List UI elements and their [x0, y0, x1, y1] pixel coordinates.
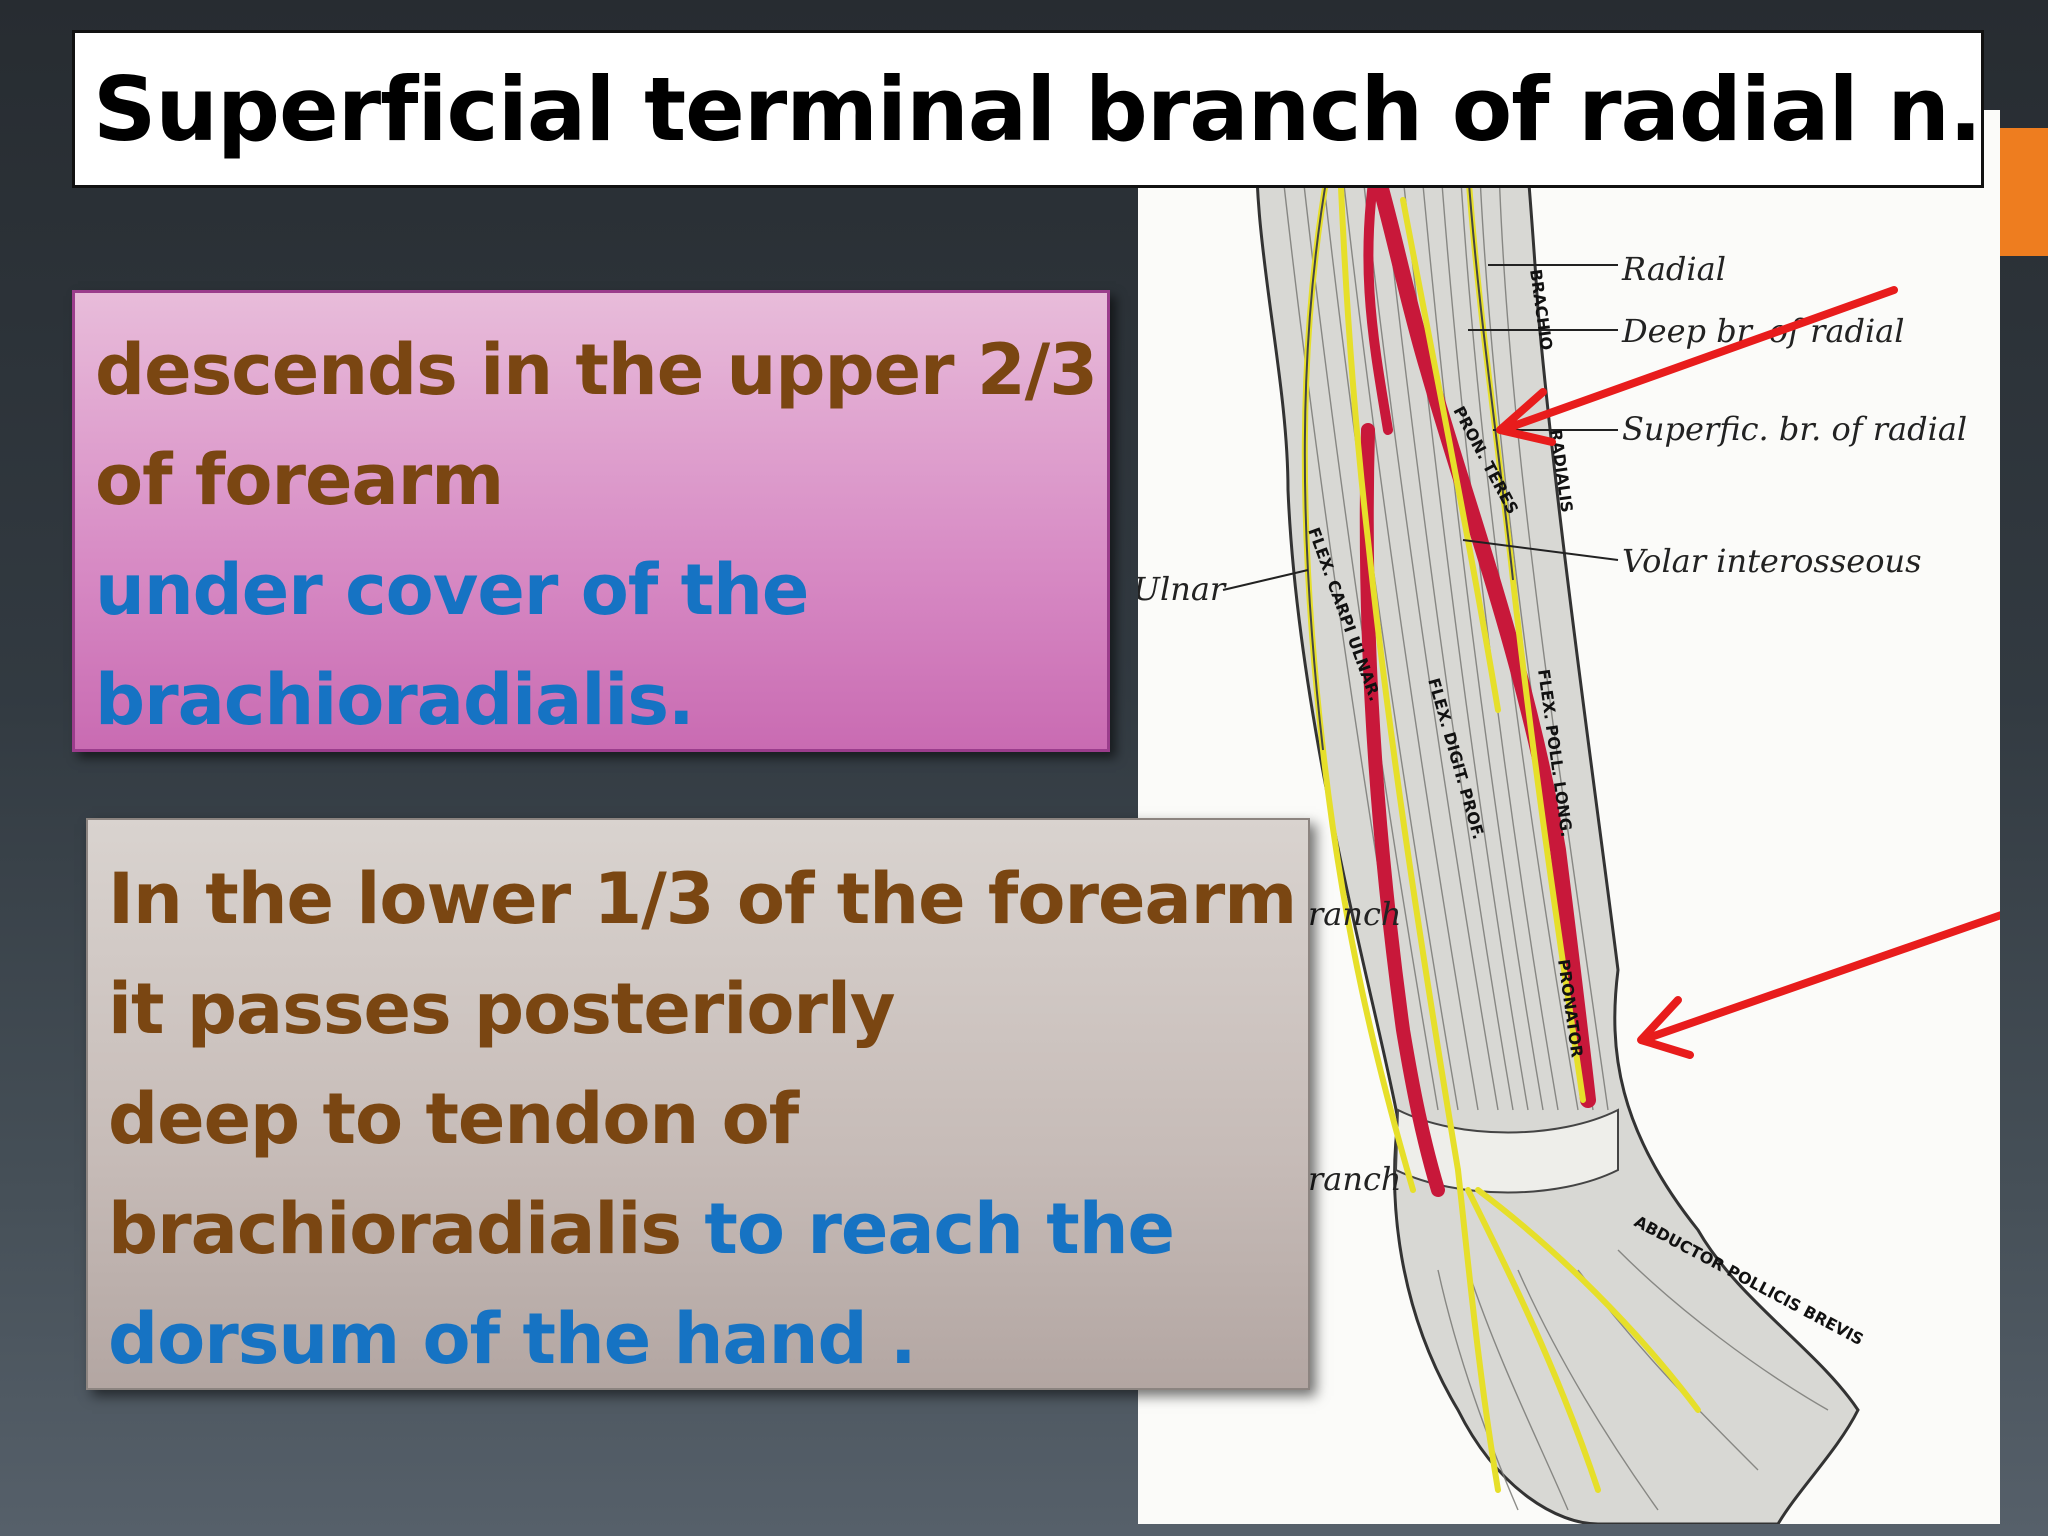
lower-course-line-4: brachioradialis to reach the: [108, 1174, 1308, 1284]
slide-title: Superficial terminal branch of radial n.: [93, 57, 1982, 161]
orange-accent-bar: [2000, 128, 2048, 256]
label-branch-upper: ranch: [1308, 895, 1402, 933]
label-radial: Radial: [1621, 250, 1726, 288]
upper-course-line-4: brachioradialis.: [95, 659, 695, 741]
lower-course-line-1: In the lower 1/3 of the forearm: [108, 858, 1297, 940]
label-superfic-br: Superfic. br. of radial: [1622, 410, 1967, 448]
upper-course-textbox: descends in the upper 2/3 of forearm und…: [72, 290, 1110, 752]
lower-course-line-4-brachioradialis: brachioradialis: [108, 1188, 682, 1270]
label-ulnar: Ulnar: [1138, 570, 1227, 608]
slide-title-box: Superficial terminal branch of radial n.: [72, 30, 1984, 188]
lower-course-line-2: it passes posteriorly: [108, 968, 896, 1050]
label-deep-br: Deep br. of radial: [1621, 312, 1904, 350]
arrow-superficial-branch: [1496, 286, 1898, 446]
lower-course-line-3: deep to tendon of: [108, 1078, 799, 1160]
upper-course-line-2: of forearm: [95, 439, 504, 521]
lower-course-textbox: In the lower 1/3 of the forearm it passe…: [86, 818, 1310, 1390]
label-volar-interosseous: Volar interosseous: [1622, 542, 1922, 580]
upper-course-line-3: under cover of the: [95, 549, 809, 631]
arrow-lower-forearm: [1637, 911, 2000, 1059]
label-branch-lower: ranch: [1308, 1160, 1402, 1198]
forearm-drawing: Radial Deep br. of radial Superfic. br. …: [1138, 110, 2000, 1524]
lower-course-line-4-reach: to reach the: [681, 1188, 1175, 1270]
lower-course-line-5: dorsum of the hand .: [108, 1298, 917, 1380]
upper-course-line-1: descends in the upper 2/3: [95, 329, 1098, 411]
